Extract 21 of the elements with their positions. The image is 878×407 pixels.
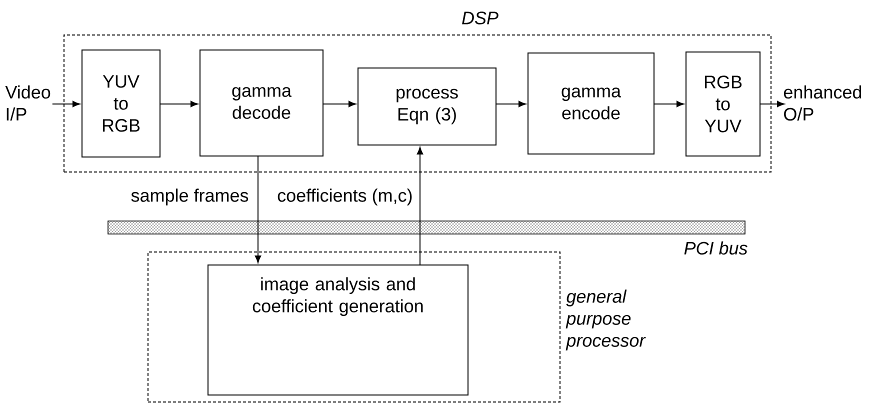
arrow [496, 100, 526, 108]
bus-label: PCI bus [684, 241, 748, 255]
process-box: YUV to RGB [82, 50, 160, 158]
arrow [654, 100, 684, 108]
arrow [254, 156, 262, 263]
io-label: Video I/P [5, 85, 50, 121]
container-heading: general purpose processor [566, 290, 646, 350]
io-label: enhanced O/P [784, 85, 862, 121]
container-heading: DSP [462, 12, 498, 24]
process-box: RGB to YUV [686, 52, 760, 156]
edge-label: coefficients (m,c) [276, 188, 414, 206]
process-box: process Eqn (3) [358, 68, 496, 146]
process-box: image analysis and coefficient generation [208, 264, 468, 396]
process-box: gamma decode [200, 50, 324, 156]
arrow [760, 100, 785, 108]
process-box: gamma encode [528, 52, 654, 154]
edge-label: sample frames [130, 188, 250, 206]
arrow [416, 147, 424, 265]
arrow [323, 100, 356, 108]
arrow [160, 100, 198, 108]
arrow [52, 100, 80, 108]
